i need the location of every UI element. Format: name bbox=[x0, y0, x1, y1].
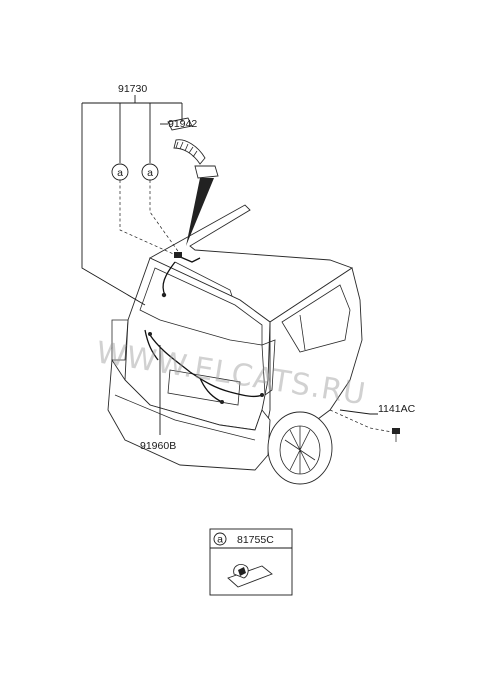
vehicle-rear-body bbox=[107, 204, 393, 485]
connector-left bbox=[148, 332, 152, 336]
legend-frame bbox=[209, 528, 293, 596]
callout-letter: a bbox=[147, 167, 153, 179]
grommet-base bbox=[194, 165, 219, 179]
label-1141AC: 1141AC bbox=[378, 403, 416, 415]
callout-a-right: a bbox=[141, 163, 159, 181]
grommet-ribs bbox=[175, 141, 198, 158]
bolt-part bbox=[392, 428, 400, 442]
label-91960B: 91960B bbox=[140, 440, 176, 452]
wheel-spokes bbox=[284, 426, 316, 474]
clip-hole bbox=[238, 567, 246, 576]
clip-base bbox=[227, 565, 273, 588]
callout-a1-dashed bbox=[119, 180, 179, 257]
grommet-part bbox=[167, 117, 219, 246]
bumper-crease bbox=[114, 394, 256, 441]
callout-letter: a bbox=[117, 167, 123, 179]
harness-branch-left bbox=[144, 329, 159, 361]
legend-box: a 81755C bbox=[209, 528, 293, 596]
harness-drop-wire bbox=[162, 261, 176, 296]
callout-circle bbox=[111, 163, 129, 181]
connector-right bbox=[260, 393, 264, 397]
license-plate-recess bbox=[167, 369, 241, 406]
rear-bumper bbox=[107, 358, 271, 471]
harness-branch-plate bbox=[199, 377, 223, 403]
roof-connector-wire bbox=[177, 255, 201, 263]
callout-circle bbox=[141, 163, 159, 181]
label-91942: 91942 bbox=[168, 118, 197, 130]
callout-a-left: a bbox=[111, 163, 129, 181]
legend-marker-circle bbox=[213, 532, 227, 546]
legend-part-number: 81755C bbox=[237, 534, 274, 546]
label-91730: 91730 bbox=[118, 83, 147, 95]
leader-91730-left bbox=[81, 103, 146, 306]
vehicle-side-window bbox=[281, 284, 351, 353]
roof-connector bbox=[174, 252, 182, 258]
leader-lines bbox=[81, 95, 378, 435]
window-pillar-line bbox=[299, 314, 306, 351]
grommet-cap bbox=[167, 117, 193, 131]
connector-plate bbox=[220, 400, 224, 404]
rear-glass bbox=[139, 267, 263, 346]
grommet-pointer bbox=[186, 178, 214, 246]
connector-upper bbox=[161, 292, 167, 298]
tail-lamp-right bbox=[261, 339, 276, 396]
leader-1141AC bbox=[339, 409, 378, 415]
spoiler-line bbox=[174, 261, 233, 297]
legend-marker-letter: a bbox=[217, 534, 223, 546]
clip-illustration bbox=[227, 563, 273, 588]
tail-lamp-left bbox=[111, 319, 129, 361]
callout-a2-dashed bbox=[149, 180, 181, 255]
bolt-head bbox=[392, 428, 400, 434]
